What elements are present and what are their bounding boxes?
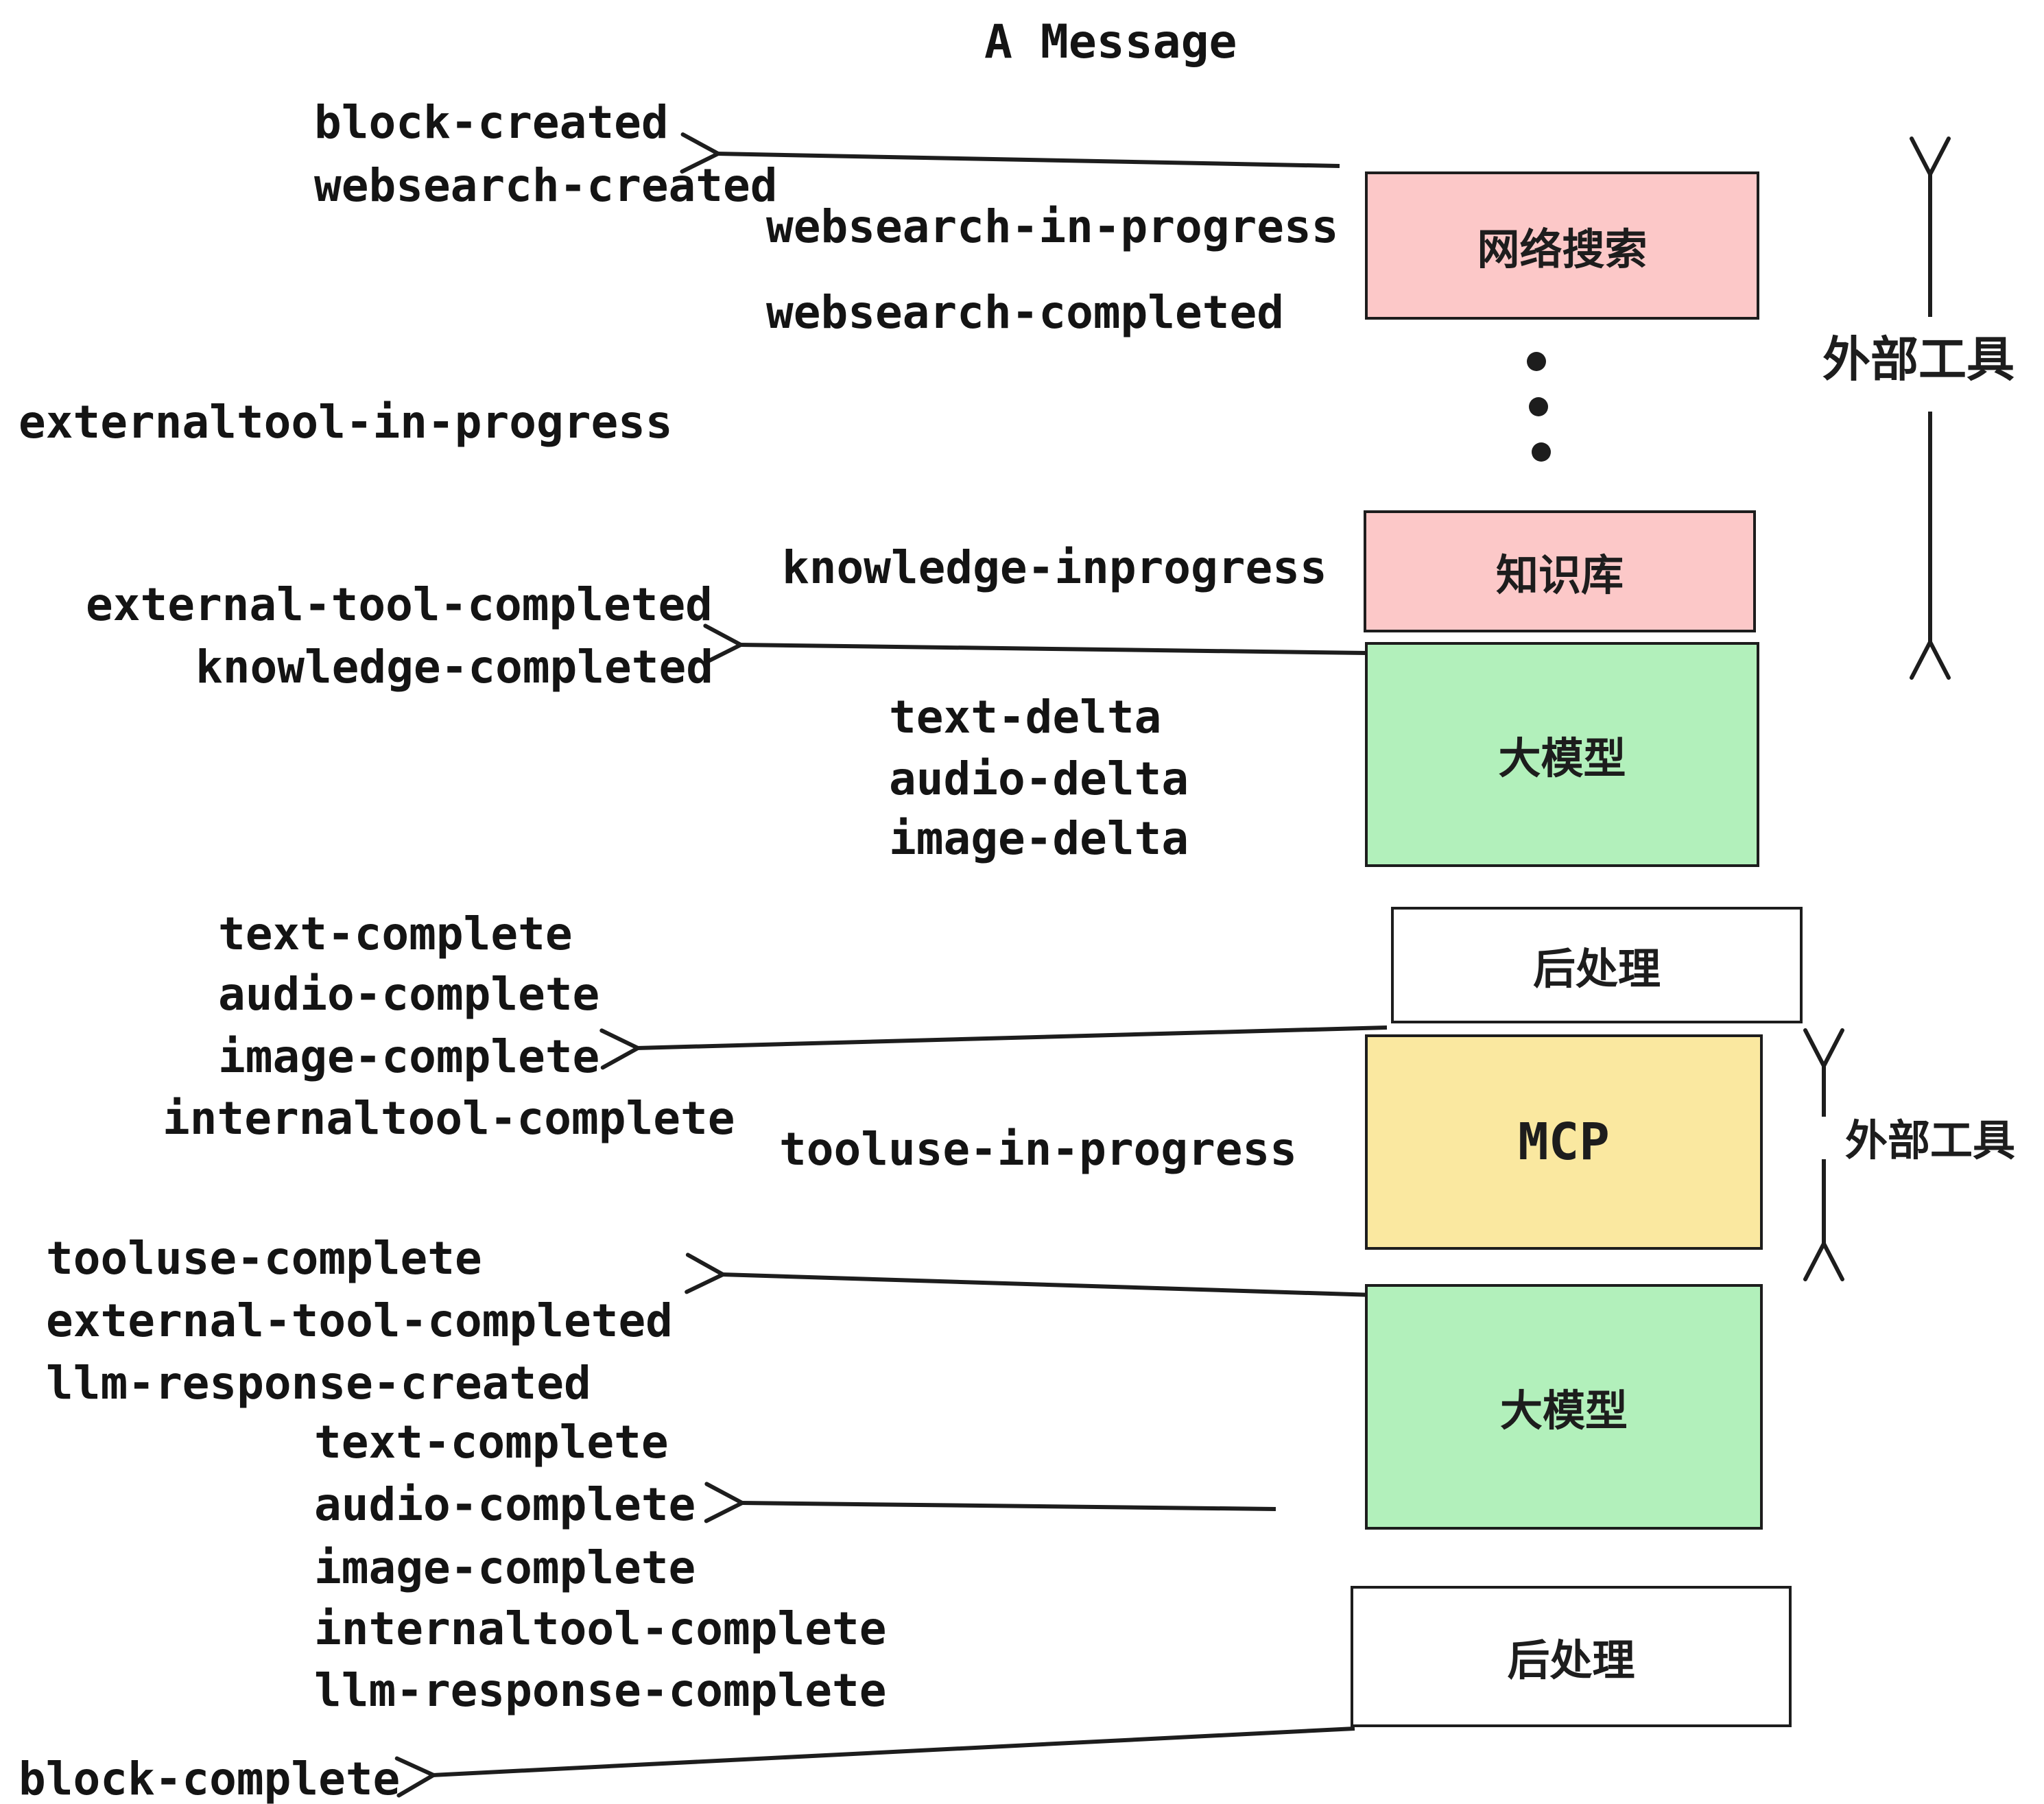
box-knowledge-label: 知识库	[1495, 550, 1624, 600]
box-post-bottom-label: 后处理	[1507, 1635, 1635, 1685]
box-llm-top: 大模型	[1365, 642, 1759, 867]
event-block-created: block-created	[314, 96, 669, 149]
event-external-tool-completed-2: external-tool-completed	[46, 1294, 673, 1347]
arrow-mcp-to-tooluse-complete	[685, 1253, 1375, 1297]
event-knowledge-completed: knowledge-completed	[195, 641, 713, 693]
event-websearch-completed: websearch-completed	[766, 286, 1284, 339]
event-websearch-in-progress: websearch-in-progress	[766, 200, 1339, 253]
event-internaltool-complete-1: internaltool-complete	[163, 1092, 735, 1145]
event-llm-response-created: llm-response-created	[46, 1357, 591, 1410]
event-websearch-created: websearch-created	[314, 159, 778, 212]
external-tools-top-label: 外部工具	[1822, 331, 2015, 388]
event-tooluse-in-progress: tooluse-in-progress	[779, 1123, 1297, 1176]
event-text-complete-2: text-complete	[314, 1416, 669, 1469]
box-llm-bottom-label: 大模型	[1499, 1386, 1628, 1436]
event-internaltool-complete-2: internaltool-complete	[314, 1602, 887, 1655]
event-audio-complete-2: audio-complete	[314, 1478, 696, 1531]
box-mcp: MCP	[1365, 1034, 1763, 1250]
page-title: A Message	[984, 15, 1237, 69]
event-image-delta-1: image-delta	[889, 812, 1189, 865]
box-websearch: 网络搜索	[1365, 171, 1759, 320]
event-tooluse-complete: tooluse-complete	[46, 1232, 482, 1285]
arrow-posttop-to-image-complete	[599, 1025, 1388, 1070]
event-block-complete: block-complete	[19, 1753, 401, 1804]
arrow-websearch-to-block-created	[680, 132, 1340, 174]
box-knowledge: 知识库	[1364, 510, 1756, 632]
event-audio-complete-1: audio-complete	[218, 968, 600, 1021]
box-mcp-label: MCP	[1518, 1113, 1610, 1172]
event-external-tool-completed-1: external-tool-completed	[86, 578, 713, 631]
event-knowledge-inprogress: knowledge-inprogress	[782, 541, 1327, 594]
box-websearch-label: 网络搜索	[1477, 224, 1648, 274]
event-audio-delta-1: audio-delta	[889, 752, 1189, 805]
arrow-postbottom-to-block-complete	[394, 1726, 1355, 1798]
box-llm-top-label: 大模型	[1498, 733, 1626, 783]
event-image-complete-2: image-complete	[314, 1541, 696, 1594]
event-llm-response-complete: llm-response-complete	[314, 1664, 887, 1717]
event-text-delta-1: text-delta	[889, 691, 1162, 744]
box-post-bottom: 后处理	[1351, 1586, 1792, 1727]
box-post-top: 后处理	[1391, 907, 1803, 1023]
ellipsis-dots	[1527, 352, 1551, 462]
external-tools-mcp-label: 外部工具	[1845, 1115, 2016, 1165]
arrow-llm2-to-audio-complete	[704, 1482, 1276, 1523]
box-post-top-label: 后处理	[1532, 944, 1661, 994]
box-llm-bottom: 大模型	[1365, 1284, 1763, 1530]
event-externaltool-in-progress: externaltool-in-progress	[19, 396, 673, 449]
arrow-knowledge-to-knowledge-completed	[702, 624, 1368, 665]
event-image-complete-1: image-complete	[218, 1030, 600, 1083]
event-text-complete-1: text-complete	[218, 907, 573, 960]
